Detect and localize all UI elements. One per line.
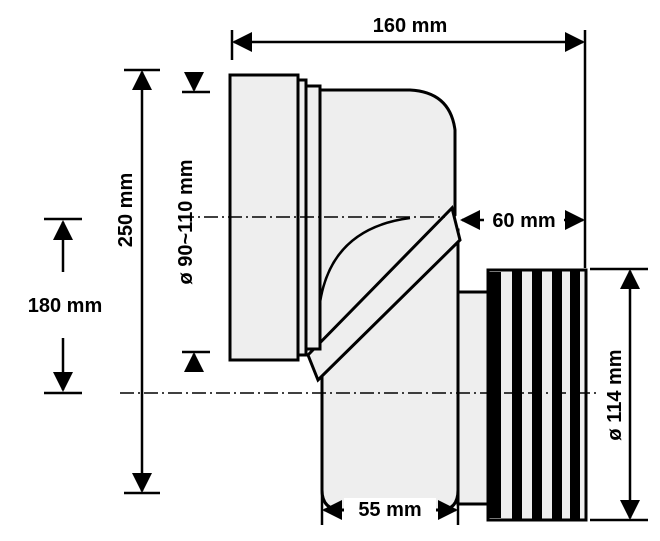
- seal-rib-5: [570, 270, 580, 520]
- label-offset-inner: 60 mm: [492, 210, 555, 232]
- label-inlet-diameter: ø 90~110 mm: [175, 159, 197, 284]
- dim-offset-height: 180 mm: [28, 217, 103, 395]
- seal-rib-2: [512, 270, 522, 520]
- label-offset-height: 180 mm: [28, 295, 103, 317]
- dim-height-total: 250 mm: [115, 68, 160, 495]
- label-width-total: 160 mm: [373, 15, 448, 37]
- seal-rib-1: [489, 272, 501, 518]
- label-outlet-diameter: ø 114 mm: [604, 349, 626, 440]
- dim-width-total: 160 mm: [230, 15, 587, 268]
- label-bottom-width: 55 mm: [358, 499, 421, 521]
- dim-outlet-diameter: ø 114 mm: [590, 267, 648, 522]
- label-height-total: 250 mm: [115, 173, 137, 248]
- seal-rib-3: [532, 270, 542, 520]
- dim-bottom-width: 55 mm: [320, 478, 460, 525]
- seal-rib-4: [552, 270, 562, 520]
- dim-inlet-diameter: ø 90~110 mm: [175, 72, 210, 372]
- outlet-spigot: [456, 290, 490, 506]
- pipe-fitting: [228, 73, 588, 522]
- upper-elbow: [316, 88, 457, 364]
- dim-offset-inner: 60 mm: [460, 209, 585, 232]
- diagonal-sleeve: [306, 205, 462, 383]
